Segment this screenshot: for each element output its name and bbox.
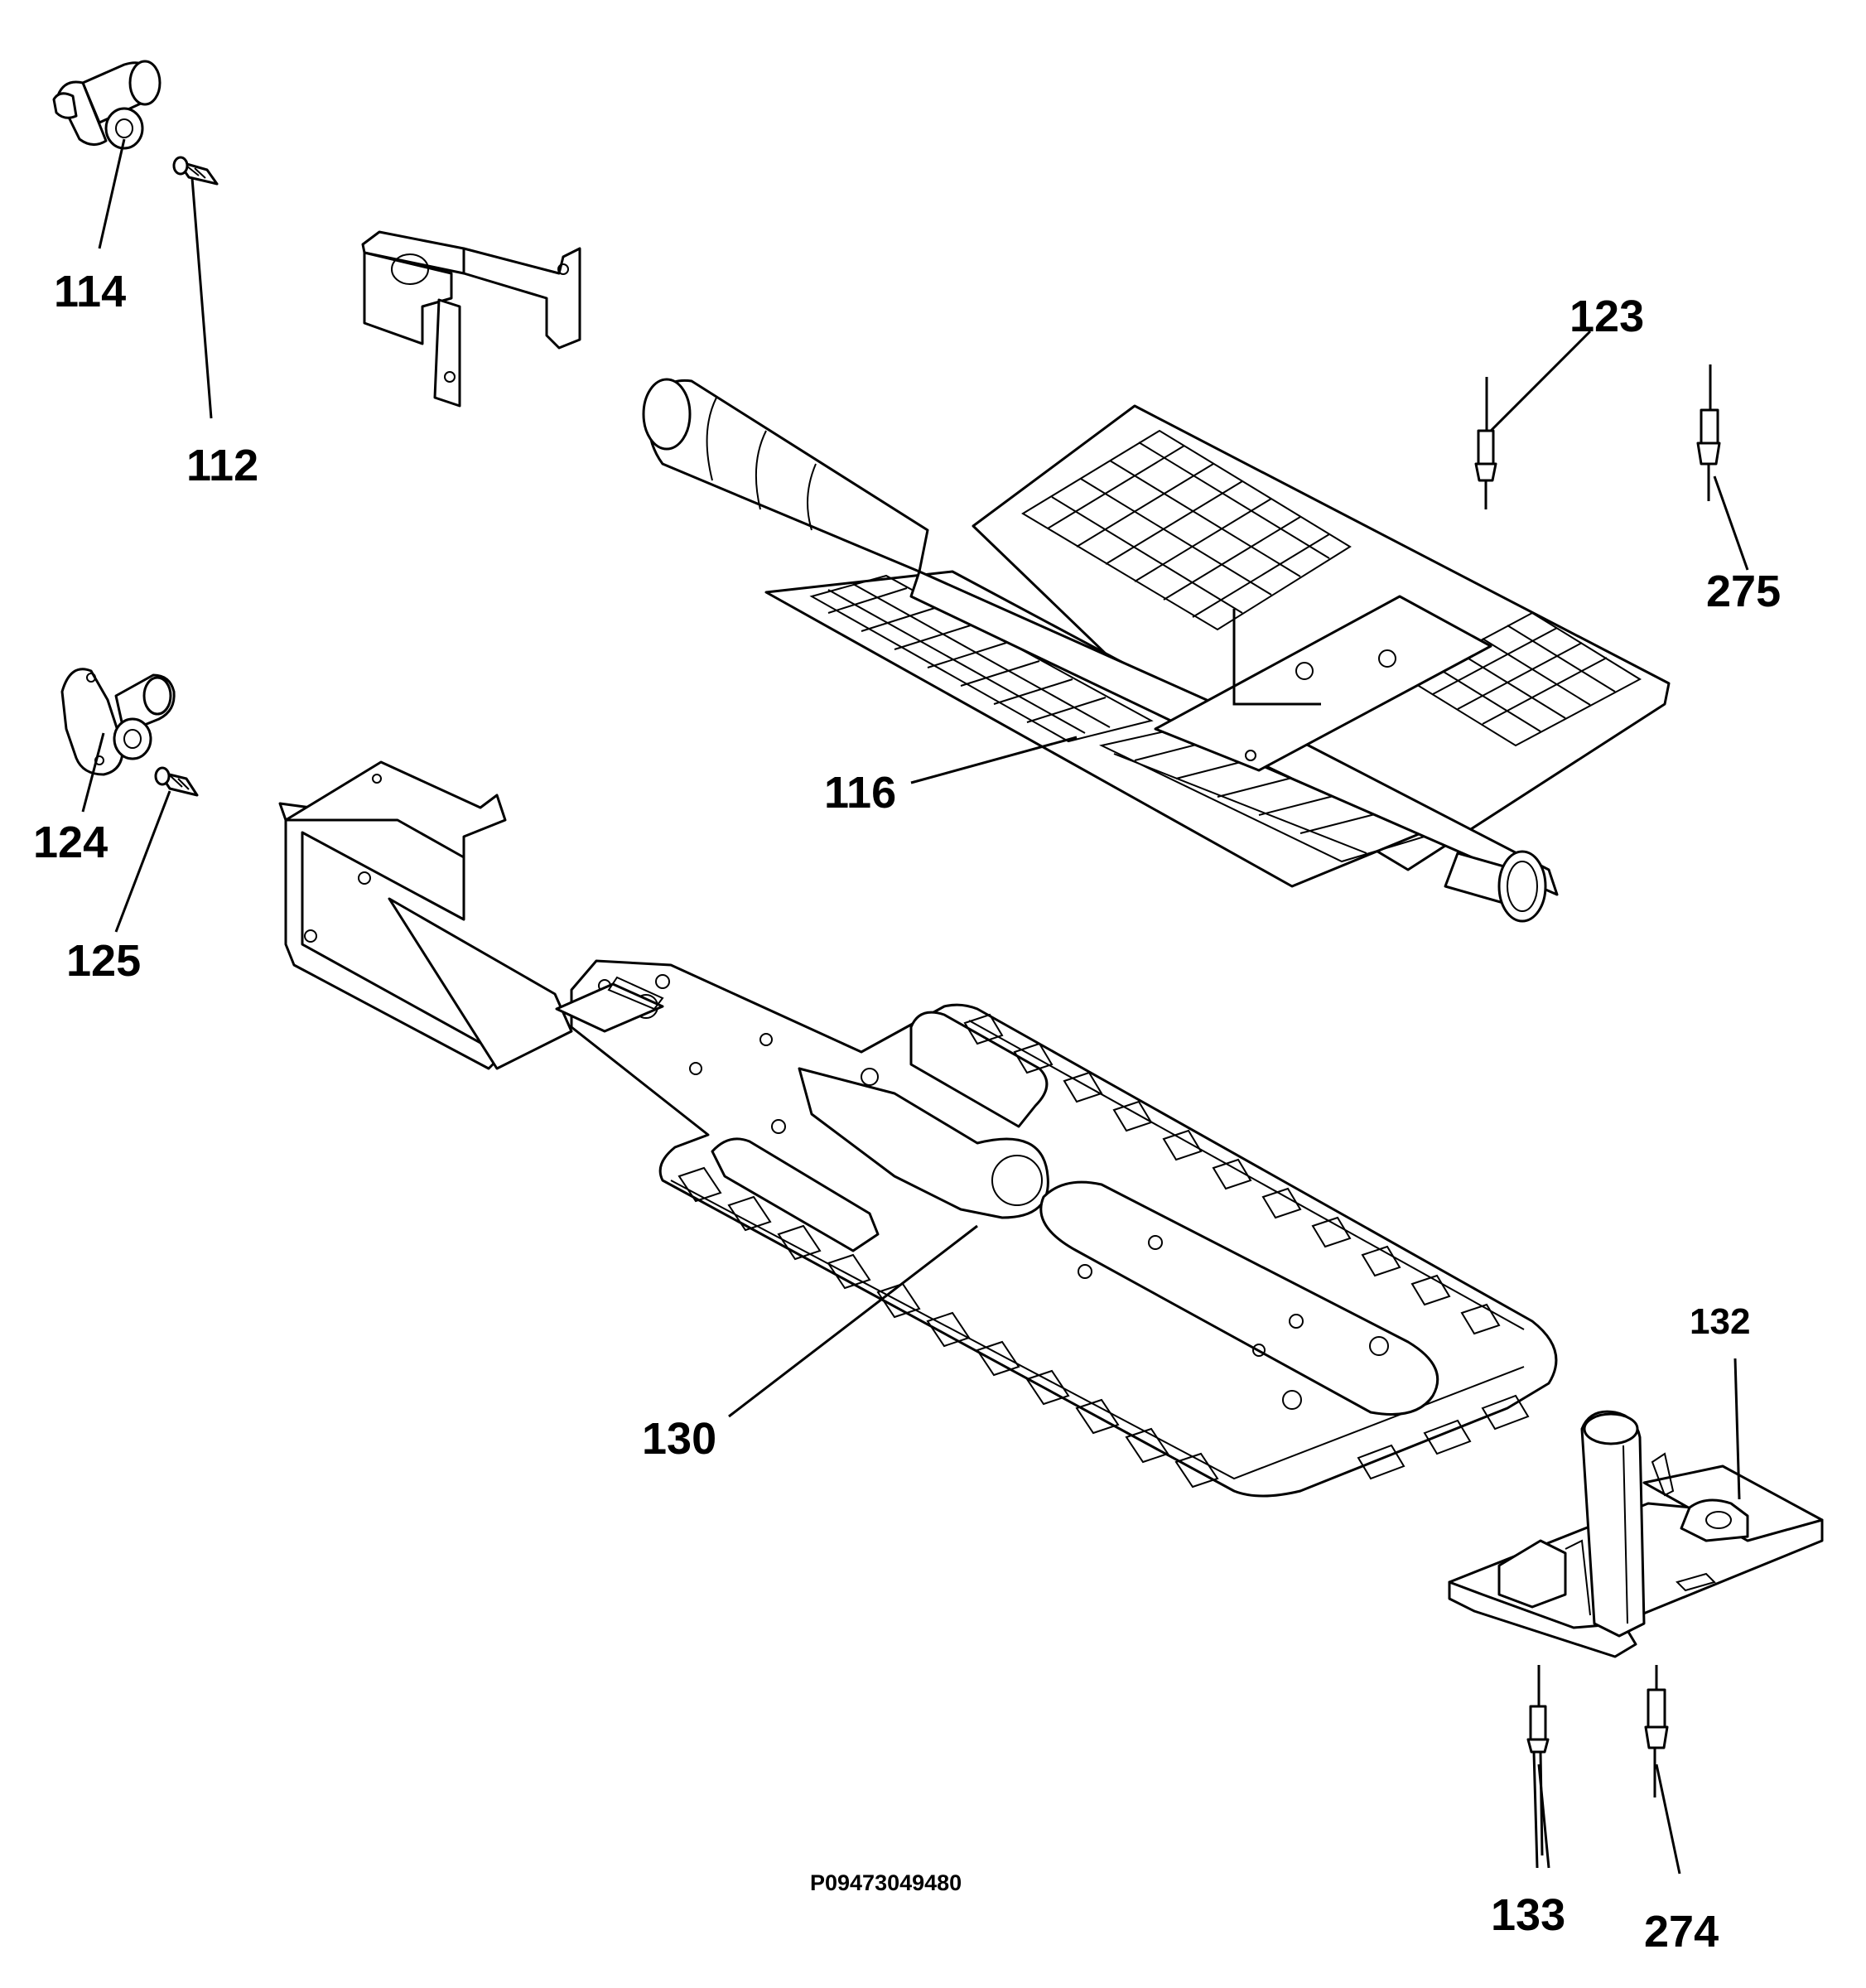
label-124: 124 [33,818,108,867]
gas-valve-124[interactable] [60,668,176,776]
injector-125[interactable] [154,766,199,797]
label-133: 133 [1491,1890,1565,1940]
leader-lines [81,138,1749,1875]
label-125: 125 [66,936,141,986]
thermocouple-275[interactable] [1696,364,1721,501]
burner-port-grid-back [1021,429,1642,747]
label-132: 132 [1690,1301,1750,1342]
label-123: 123 [1569,292,1644,341]
label-112: 112 [186,441,258,490]
label-274: 274 [1644,1907,1719,1957]
thermocouple-274[interactable] [1644,1665,1669,1797]
tray-edge-tabs [677,1013,1530,1489]
spark-electrode-133[interactable] [1526,1665,1550,1869]
burner-116[interactable] [642,378,1671,923]
mounting-bracket-upper[interactable] [361,230,581,408]
spark-electrode-123[interactable] [1474,377,1497,509]
diagram-code: P09473049480 [810,1870,962,1895]
injector-112[interactable] [172,156,219,186]
part-labels: 114 112 123 275 116 124 125 130 132 133 … [33,267,1781,1957]
label-114: 114 [54,267,126,316]
label-275: 275 [1706,567,1781,616]
label-116: 116 [824,768,896,818]
burner-tray-130[interactable] [278,760,1558,1498]
electrode-holder-132[interactable] [1448,1410,1824,1658]
burner-port-grid-front [809,574,1427,863]
gas-valve-114[interactable] [52,60,162,150]
label-130: 130 [642,1414,716,1464]
